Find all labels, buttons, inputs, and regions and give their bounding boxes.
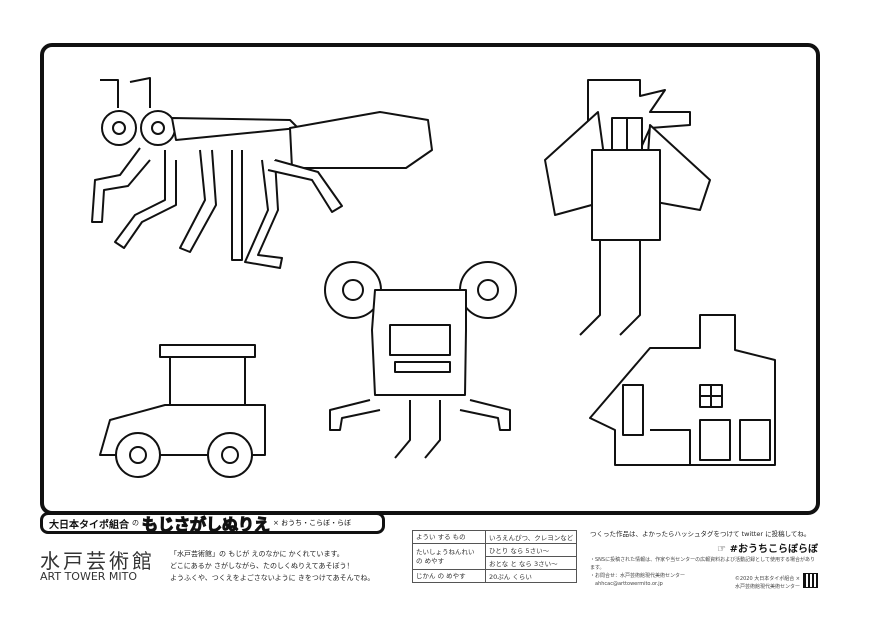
museum-logo-en: ART TOWER MITO (40, 570, 138, 583)
note-line: ahhcac@arttowermito.or.jp (590, 581, 663, 587)
cell: じかん の めやす (412, 569, 486, 583)
cell: ひとり なら 5さい〜 (484, 543, 578, 557)
note-line: ・SNSに投稿された情報は、作家や当センターの広報資料および活動記録として使用す… (590, 557, 815, 571)
bird-drawing (544, 79, 711, 336)
collab-label: × おうち・こらぼ・らぼ (273, 519, 352, 527)
credit-line: 水戸芸術館現代美術センター (734, 584, 800, 590)
info-table: ようい する ものいろえんぴつ、クレヨンなど たいしょうねんれい の めやすひと… (412, 530, 578, 583)
hashtag: ☞ #おうちこらぼらぼ (717, 544, 818, 555)
cell: ようい する もの (412, 530, 486, 544)
intro-line: ようふくや、つくえをよごさないように きをつけてあそんでね。 (170, 574, 375, 582)
title-banner: 大日本タイポ組合 の もじさがしぬりえ × おうち・こらぼ・らぼ (40, 512, 385, 535)
credit-line: ©2020 大日本タイポ組合 × (734, 576, 800, 582)
table-row: ようい する ものいろえんぴつ、クレヨンなど (412, 530, 578, 544)
frog-drawing (324, 261, 517, 459)
organization-name: 大日本タイポ組合 (49, 519, 129, 531)
page-title: もじさがしぬりえ (141, 514, 271, 534)
banner-particle: の (132, 519, 139, 527)
share-text: つくった作品は、よかったらハッシュタグをつけて twitter に投稿してね。 (590, 530, 811, 538)
cell: たいしょうねんれい の めやす (412, 543, 486, 570)
table-row: たいしょうねんれい の めやすひとり なら 5さい〜 (412, 543, 578, 570)
copyright: ©2020 大日本タイポ組合 × 水戸芸術館現代美術センター (735, 575, 800, 591)
cell: おとな と なら 3さい〜 (484, 556, 578, 570)
cell: 20ぷん くらい (484, 569, 578, 583)
qr-code-icon (803, 573, 818, 588)
house-drawing (589, 314, 776, 466)
notes: ・SNSに投稿された情報は、作家や当センターの広報資料および活動記録として使用す… (590, 556, 818, 588)
page-frame (40, 43, 820, 515)
museum-logo-jp: 水戸芸術館 (40, 549, 155, 573)
cell: いろえんぴつ、クレヨンなど (484, 530, 578, 544)
intro-line: どこにあるか さがしながら、たのしくぬりえてあそぼう！ (170, 562, 354, 570)
intro-text: 「水戸芸術館」の もじが えのなかに かくれています。 どこにあるか さがしなが… (170, 548, 374, 584)
car-drawing (99, 344, 266, 478)
note-line: ・お問合せ：水戸芸術館現代美術センター (590, 573, 686, 579)
intro-line: 「水戸芸術館」の もじが えのなかに かくれています。 (170, 550, 344, 558)
mantis-drawing (91, 77, 433, 269)
